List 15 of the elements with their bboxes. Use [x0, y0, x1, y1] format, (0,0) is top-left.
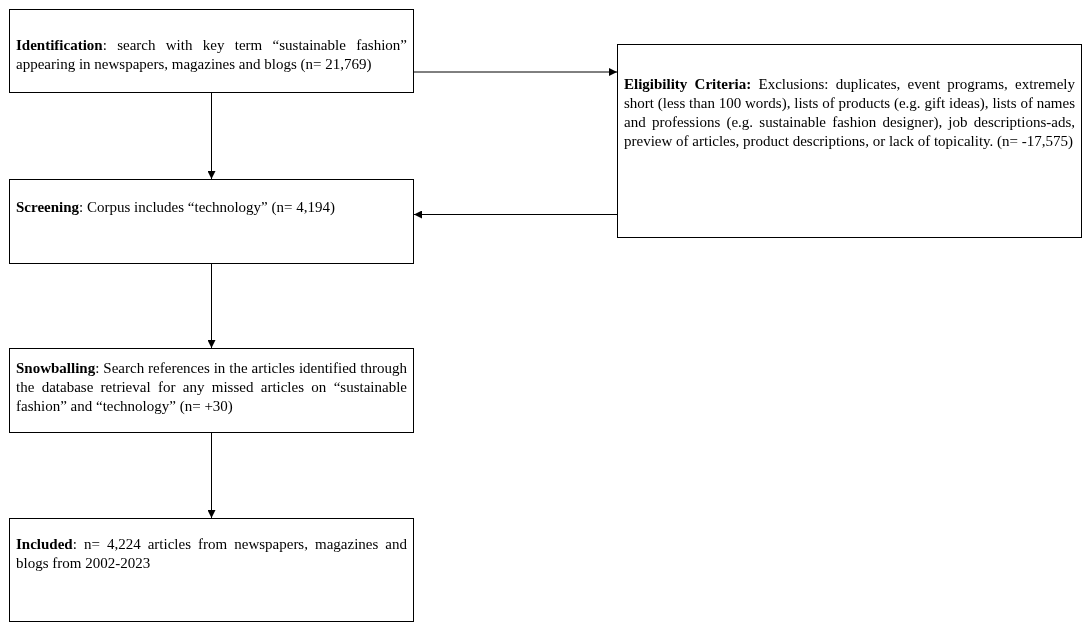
arrow	[413, 68, 618, 76]
arrow	[207, 432, 216, 519]
process-box	[9, 348, 414, 433]
box-text: Included: n= 4,224 articles from newspapers, magazines and blogs from 2002-2023	[16, 535, 407, 573]
process-box	[9, 179, 414, 264]
arrow	[207, 263, 216, 349]
box-text: Eligibility Criteria: Exclusions: duplicates, event programs, extremely short (less than 100 words), lists of products (e.g. gift ideas), lists of names and professions (e.g. sustainable fashion designer), job descriptions-ads, preview of articles, product descriptions, or lack of topicality. (n= -17,575)	[624, 75, 1075, 151]
arrow	[207, 92, 216, 180]
process-box	[9, 518, 414, 622]
arrow	[413, 210, 618, 219]
box-text: Snowballing: Search references in the articles identified through the database retrieval for any missed articles on “sustainable fashion” and “technology” (n= +30)	[16, 359, 407, 416]
box-text: Screening: Corpus includes “technology” (n= 4,194)	[16, 198, 336, 217]
process-box	[617, 44, 1082, 238]
box-text: Identification: search with key term “sustainable fashion” appearing in newspapers, magazines and blogs (n= 21,769)	[16, 36, 407, 74]
process-box	[9, 9, 414, 93]
